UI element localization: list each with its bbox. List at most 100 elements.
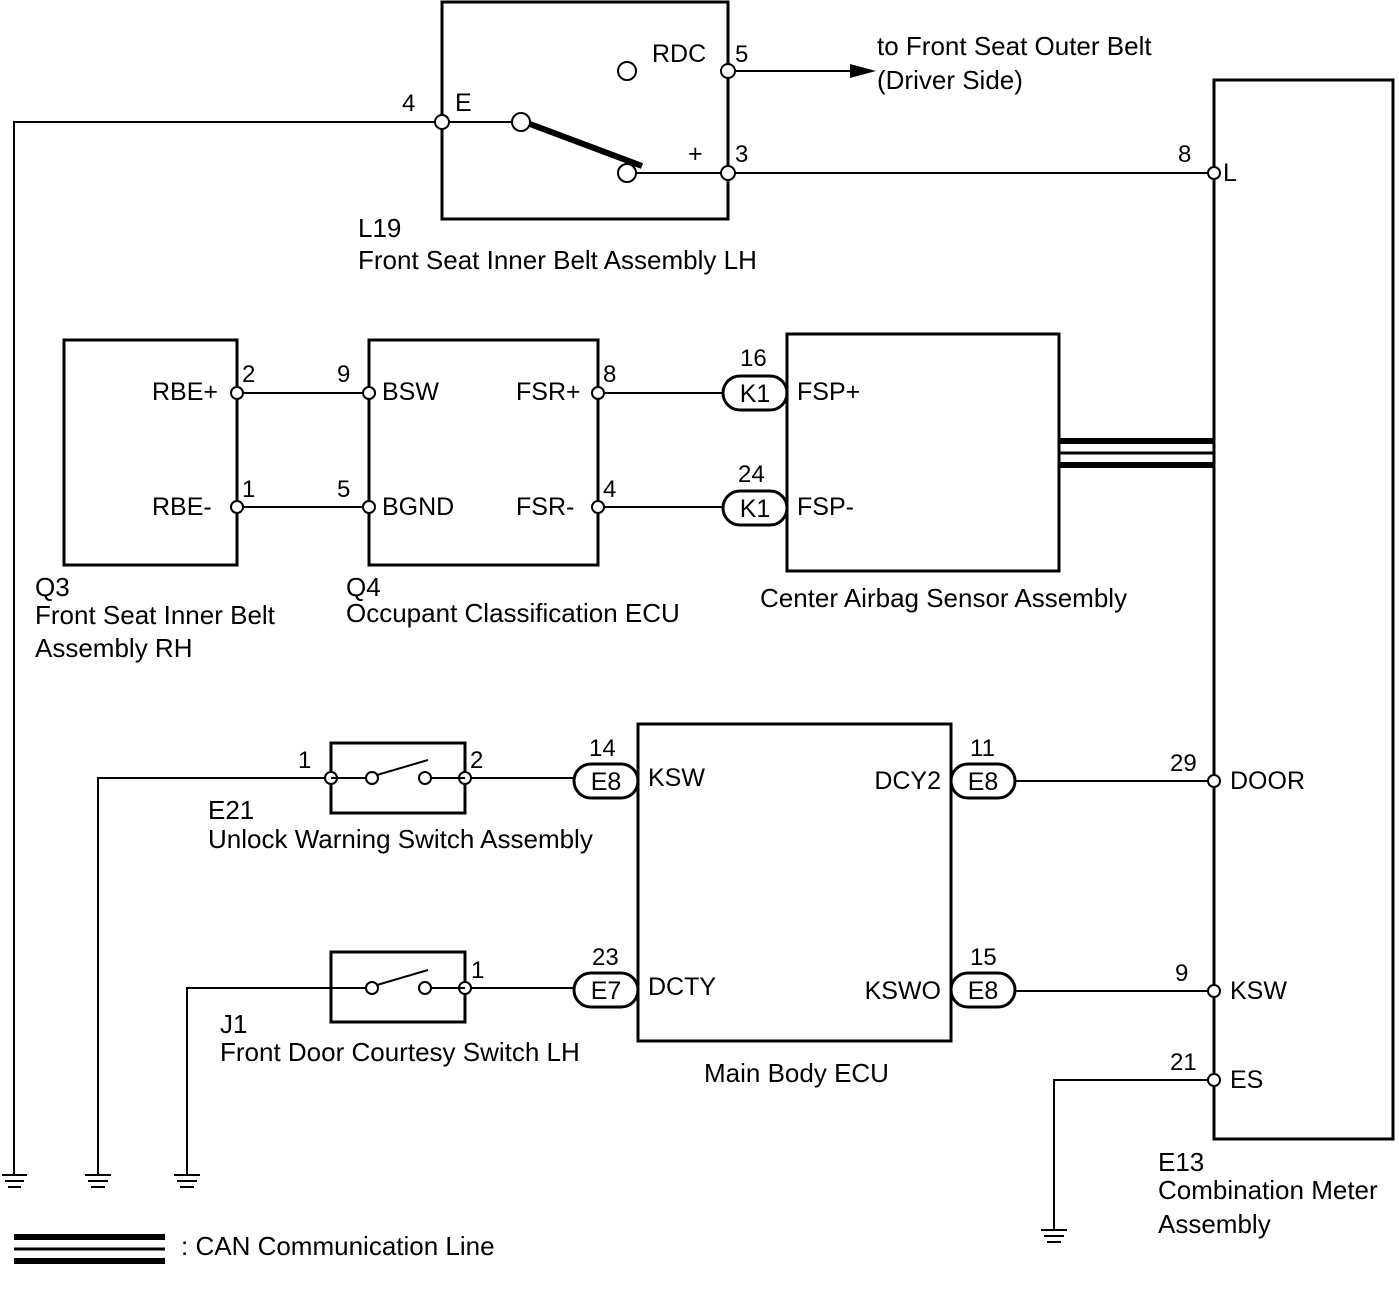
- l19-pin-rdc-number: 5: [735, 41, 748, 68]
- e21-switch-blade: [376, 759, 429, 776]
- airbag-connector-k1-plus-label: K1: [740, 380, 771, 408]
- main-ecu-pin-dcty-number: 23: [592, 944, 619, 971]
- j1-contact-right: [418, 981, 432, 995]
- q4-code: Q4: [346, 572, 381, 602]
- q4-pin-bgnd-number: 5: [337, 476, 350, 503]
- q3-pin-rbe-plus-number: 2: [242, 361, 255, 388]
- e13-pin-door-number: 29: [1170, 750, 1197, 777]
- l19-name: Front Seat Inner Belt Assembly LH: [358, 245, 757, 275]
- e13-pin-es-number: 21: [1170, 1049, 1197, 1076]
- q3-pin-rbe-minus-label: RBE-: [152, 493, 212, 521]
- q3-name-line2: Assembly RH: [35, 633, 192, 663]
- q3-pin-rbe-minus-number: 1: [242, 476, 255, 503]
- e13-code: E13: [1158, 1147, 1204, 1177]
- main-ecu-connector-ksw: [572, 762, 640, 800]
- can-line-airbag-meter: [1059, 438, 1214, 468]
- main-ecu-pin-kswo-number: 15: [970, 944, 997, 971]
- ground-icon: [2, 1174, 27, 1188]
- ground-icon: [85, 1174, 111, 1188]
- legend-can-label: : CAN Communication Line: [181, 1231, 495, 1261]
- l19-box: [440, 0, 730, 221]
- main-ecu-component: E8 E7 E8 E8 14 23 11 15 KSW DCTY DCY2 KS…: [572, 722, 1017, 1088]
- main-ecu-connector-kswo-label: E8: [968, 977, 999, 1005]
- wire-l19-e-to-ground: [13, 121, 435, 1175]
- j1-switch-blade: [376, 969, 429, 986]
- q4-box: [367, 338, 600, 567]
- airbag-pin-fsp-plus-number: 16: [740, 345, 767, 372]
- e13-pin-es: [1207, 1073, 1221, 1087]
- j1-code: J1: [220, 1009, 247, 1039]
- main-ecu-pin-dcy2-number: 11: [970, 735, 995, 762]
- ground-icon: [174, 1174, 200, 1188]
- e13-pin-es-label: ES: [1230, 1066, 1263, 1094]
- airbag-name: Center Airbag Sensor Assembly: [760, 583, 1127, 613]
- l19-pin-plus: [720, 165, 736, 181]
- q4-pin-fsr-minus-label: FSR-: [516, 493, 574, 521]
- airbag-box: [785, 332, 1061, 573]
- airbag-connector-k1-minus: [721, 489, 789, 527]
- airbag-pin-fsp-minus-label: FSP-: [797, 493, 854, 521]
- q4-pin-bsw-label: BSW: [382, 378, 439, 406]
- q3-code: Q3: [35, 572, 70, 602]
- l19-switch-contact-rdc: [617, 61, 637, 81]
- e13-pin-ksw: [1207, 984, 1221, 998]
- e21-component: 1 2 E21 Unlock Warning Switch Assembly: [208, 741, 593, 854]
- q4-pin-fsr-minus-number: 4: [603, 476, 616, 503]
- wire-e21-to-ground: [97, 777, 325, 1175]
- q3-pin-rbe-plus: [230, 386, 244, 400]
- q4-name: Occupant Classification ECU: [346, 598, 680, 628]
- l19-pin-e: [434, 114, 450, 130]
- main-ecu-box: [636, 722, 953, 1043]
- q4-pin-bsw: [362, 386, 376, 400]
- e13-name-line1: Combination Meter: [1158, 1175, 1378, 1205]
- q3-component: RBE+ 2 RBE- 1 Q3 Front Seat Inner Belt A…: [35, 338, 276, 663]
- main-ecu-connector-dcty: [572, 971, 640, 1009]
- main-ecu-connector-dcy2-label: E8: [968, 768, 999, 796]
- airbag-pin-fsp-plus-label: FSP+: [797, 378, 860, 406]
- main-ecu-name: Main Body ECU: [704, 1058, 889, 1088]
- l19-pin-e-number: 4: [402, 90, 415, 117]
- l19-switch-pivot: [511, 112, 531, 132]
- e21-contact-left: [365, 771, 379, 785]
- e13-pin-ksw-number: 9: [1175, 960, 1188, 987]
- q3-box: [62, 338, 239, 567]
- wire-j1-to-ground: [186, 987, 331, 1175]
- l19-code: L19: [358, 213, 401, 243]
- e21-code: E21: [208, 795, 254, 825]
- e13-pin-l-number: 8: [1178, 141, 1191, 168]
- l19-arrow-note-line2: (Driver Side): [877, 65, 1023, 95]
- q4-pin-bsw-number: 9: [337, 361, 350, 388]
- l19-component: 4 E RDC 5 + 3 to Front Seat Outer Belt (…: [358, 0, 1152, 275]
- q4-pin-fsr-plus: [591, 386, 605, 400]
- main-ecu-connector-ksw-label: E8: [591, 768, 622, 796]
- l19-pin-rdc-label: RDC: [652, 40, 706, 68]
- j1-contact-left: [365, 981, 379, 995]
- l19-pin-rdc: [720, 63, 736, 79]
- q4-pin-bgnd-label: BGND: [382, 493, 454, 521]
- e21-pin-1-number: 1: [298, 747, 311, 774]
- main-ecu-pin-ksw-number: 14: [589, 735, 616, 762]
- j1-name: Front Door Courtesy Switch LH: [220, 1037, 580, 1067]
- legend: : CAN Communication Line: [14, 1231, 495, 1264]
- airbag-pin-fsp-minus-number: 24: [738, 461, 765, 488]
- arrow-right-icon: [850, 64, 876, 78]
- j1-pin-1-number: 1: [471, 957, 484, 984]
- l19-pin-plus-label: +: [688, 140, 703, 168]
- l19-arrow-note-line1: to Front Seat Outer Belt: [877, 31, 1152, 61]
- airbag-connector-k1-plus: [721, 374, 789, 412]
- main-ecu-pin-dcy2-label: DCY2: [874, 767, 941, 795]
- e13-pin-door-label: DOOR: [1230, 767, 1305, 795]
- q4-pin-bgnd: [362, 500, 376, 514]
- j1-component: 1 J1 Front Door Courtesy Switch LH: [220, 950, 580, 1067]
- e21-contact-right: [418, 771, 432, 785]
- main-ecu-pin-kswo-label: KSWO: [865, 977, 941, 1005]
- q4-pin-fsr-plus-label: FSR+: [516, 378, 581, 406]
- l19-pin-plus-number: 3: [735, 141, 748, 168]
- q3-name-line1: Front Seat Inner Belt: [35, 600, 276, 630]
- e13-component: 8 L 29 DOOR 9 KSW 21 ES E13 Combination …: [1158, 78, 1395, 1239]
- e13-pin-door: [1207, 774, 1221, 788]
- ground-icon: [1041, 1229, 1067, 1243]
- l19-switch-contact-plus: [617, 163, 637, 183]
- e13-box: [1212, 78, 1395, 1141]
